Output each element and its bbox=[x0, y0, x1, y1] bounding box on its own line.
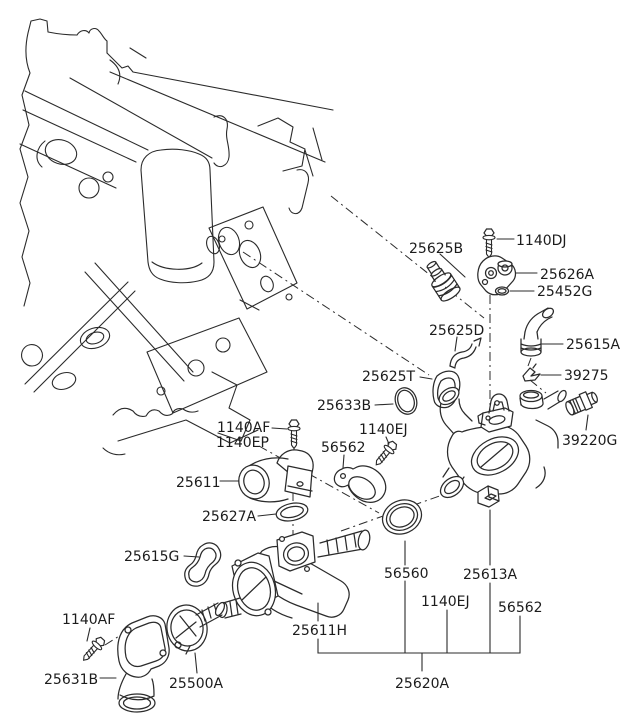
part-gasket-25615g bbox=[184, 542, 222, 587]
callout-25625d: 25625D bbox=[429, 323, 484, 339]
part-housing-25626a bbox=[477, 255, 517, 296]
callout-56560: 56560 bbox=[384, 566, 429, 582]
callout-25625b: 25625B bbox=[409, 241, 463, 257]
part-oring-25633b bbox=[394, 387, 418, 415]
part-clip-39275 bbox=[522, 363, 541, 382]
part-bolt-1140af-lower bbox=[78, 634, 108, 665]
part-bolt-1140ej-upper bbox=[371, 438, 400, 470]
part-elbow-25615a bbox=[520, 307, 555, 357]
callout-25615a: 25615A bbox=[566, 337, 621, 353]
callout-1140af-upper: 1140AF bbox=[217, 420, 270, 436]
part-outlet-25611 bbox=[238, 449, 314, 503]
callout-25611: 25611 bbox=[176, 475, 221, 491]
callout-25633b: 25633B bbox=[317, 398, 371, 414]
part-bolt-1140dj bbox=[482, 228, 496, 259]
callout-25452g: 25452G bbox=[537, 284, 592, 300]
callout-39275: 39275 bbox=[564, 368, 609, 384]
callout-1140ep: 1140EP bbox=[216, 435, 269, 451]
callout-labels: 25625B 1140DJ 25626A 25452G 25625D 25615… bbox=[44, 233, 621, 692]
callout-25500a: 25500A bbox=[169, 676, 224, 692]
callout-56562-lower: 56562 bbox=[498, 600, 543, 616]
part-bracket-25625d bbox=[449, 337, 482, 369]
callout-1140ej-upper: 1140EJ bbox=[359, 422, 408, 438]
callout-leader-lines bbox=[86, 238, 589, 679]
callout-56562-upper: 56562 bbox=[321, 440, 366, 456]
part-sensor-25625b bbox=[426, 260, 461, 302]
part-gasket-56562-upper bbox=[333, 465, 387, 503]
callout-25626a: 25626A bbox=[540, 267, 595, 283]
part-main-pipe-25611h bbox=[218, 529, 371, 619]
assembly-group-bracket bbox=[317, 580, 521, 672]
callout-39220g: 39220G bbox=[562, 433, 617, 449]
part-inlet-pipe-25631b bbox=[117, 615, 170, 713]
callout-25631b: 25631B bbox=[44, 672, 98, 688]
callout-1140dj: 1140DJ bbox=[516, 233, 567, 249]
callout-1140af-lower: 1140AF bbox=[62, 612, 115, 628]
part-thermostat-25500a bbox=[166, 601, 226, 655]
callout-25625t: 25625T bbox=[362, 369, 416, 385]
callout-25615g: 25615G bbox=[124, 549, 179, 565]
callout-25611h: 25611H bbox=[292, 623, 347, 639]
part-bolt-1140af-upper bbox=[287, 419, 301, 450]
part-oring-25627a bbox=[275, 502, 309, 522]
part-oring-25452g bbox=[494, 286, 510, 296]
part-oring-56560 bbox=[381, 499, 423, 535]
part-sensor-39220g bbox=[565, 391, 598, 416]
callout-25613a: 25613A bbox=[463, 567, 518, 583]
engine-block-art bbox=[19, 18, 334, 456]
callout-25627a: 25627A bbox=[202, 509, 257, 525]
part-thermostat-housing bbox=[438, 386, 567, 508]
callout-1140ej-lower: 1140EJ bbox=[421, 594, 470, 610]
callout-25620a: 25620A bbox=[395, 676, 450, 692]
